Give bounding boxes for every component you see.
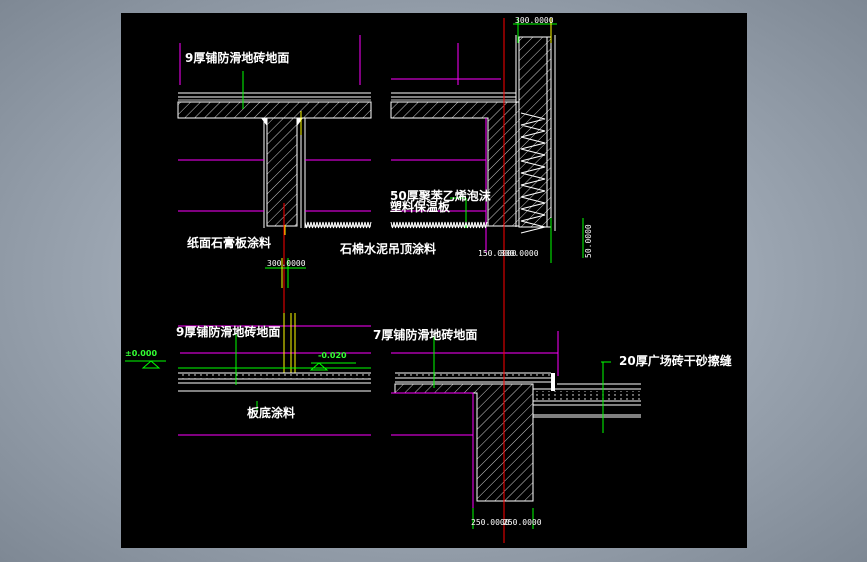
dim-mid-center-b: 300.0000: [500, 249, 539, 258]
cad-drawing-canvas[interactable]: 9厚铺防滑地砖地面 50厚聚苯乙烯泡沫 塑料保温板 纸面石膏板涂料 石棉水泥吊顶…: [121, 13, 747, 548]
label-insulation-1: 50厚聚苯乙烯泡沫: [390, 188, 492, 203]
label-floor-tile-top: 9厚铺防滑地砖地面: [185, 50, 289, 65]
dim-bottom-a: 250.0000: [471, 518, 510, 527]
label-floor-tile-left: 9厚铺防滑地砖地面: [176, 324, 280, 339]
label-floor-tile-right: 7厚铺防滑地砖地面: [373, 327, 477, 342]
insulation-profile: [520, 112, 546, 234]
label-plaza-brick: 20厚广场砖干砂擦缝: [619, 353, 732, 368]
dim-mid-left: 300.0000: [267, 259, 306, 268]
label-slab-bottom: 板底涂料: [247, 405, 295, 420]
dim-top-right: 300.0000: [515, 16, 554, 25]
detail-upper-right: [390, 18, 584, 263]
ceiling-profile: [390, 221, 488, 229]
dim-mid-center-a: 150.0000: [478, 249, 517, 258]
detail-lower-right: [391, 331, 641, 543]
level-left: ±0.000: [125, 349, 157, 358]
detail-lower-left: [125, 313, 371, 436]
detail-upper-left: [177, 35, 372, 323]
label-gypsum-board: 纸面石膏板涂料: [187, 235, 271, 250]
level-right: -0.020: [318, 351, 347, 360]
construction-detail-drawing: 9厚铺防滑地砖地面 50厚聚苯乙烯泡沫 塑料保温板 纸面石膏板涂料 石棉水泥吊顶…: [125, 16, 732, 543]
dim-vertical: 50.0000: [584, 224, 593, 258]
label-insulation-2: 塑料保温板: [390, 199, 451, 214]
dim-bottom-b: 250.0000: [503, 518, 542, 527]
label-asbestos-ceiling: 石棉水泥吊顶涂料: [339, 241, 436, 256]
